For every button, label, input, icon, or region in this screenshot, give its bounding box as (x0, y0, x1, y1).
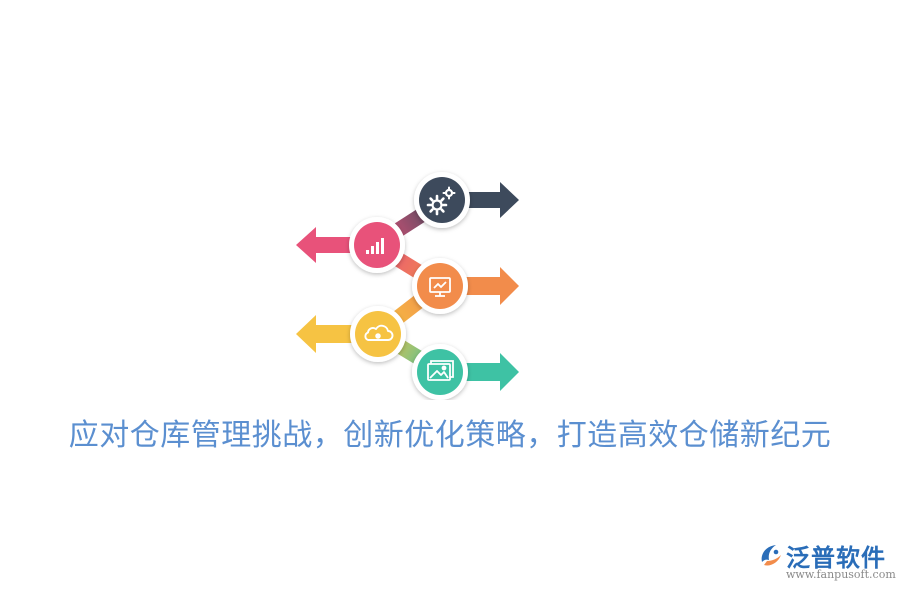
step-3-node (412, 258, 468, 314)
brand-name: 泛普软件 (786, 544, 886, 572)
zigzag-arrow-diagram (296, 172, 519, 400)
step-4-arrow (296, 315, 383, 353)
step-1-arrow (440, 182, 519, 218)
arrow-right-dark (440, 182, 519, 218)
step-4-node (350, 306, 406, 362)
headline-title: 应对仓库管理挑战，创新优化策略，打造高效仓储新纪元 (68, 418, 832, 453)
step-2-node (349, 217, 405, 273)
image-gallery-icon (427, 360, 454, 381)
brand-logo-icon (761, 545, 781, 566)
cloud-icon (364, 324, 394, 341)
step-5-arrow (438, 353, 519, 391)
arrow-left-yellow (296, 315, 383, 353)
arrow-right-teal (438, 353, 519, 391)
bar-chart-icon (366, 238, 384, 254)
step-3-arrow (435, 267, 519, 305)
brand-url: www.fanpusoft.com (786, 568, 896, 581)
arrow-right-orange (435, 267, 519, 305)
gears-icon (426, 186, 456, 216)
step-5-node (412, 344, 468, 400)
presentation-icon (429, 277, 451, 297)
brand-watermark: 泛普软件 www.fanpusoft.com (756, 538, 896, 588)
arrow-left-pink (296, 227, 380, 263)
step-1-node (414, 172, 470, 228)
step-2-arrow (296, 227, 380, 263)
